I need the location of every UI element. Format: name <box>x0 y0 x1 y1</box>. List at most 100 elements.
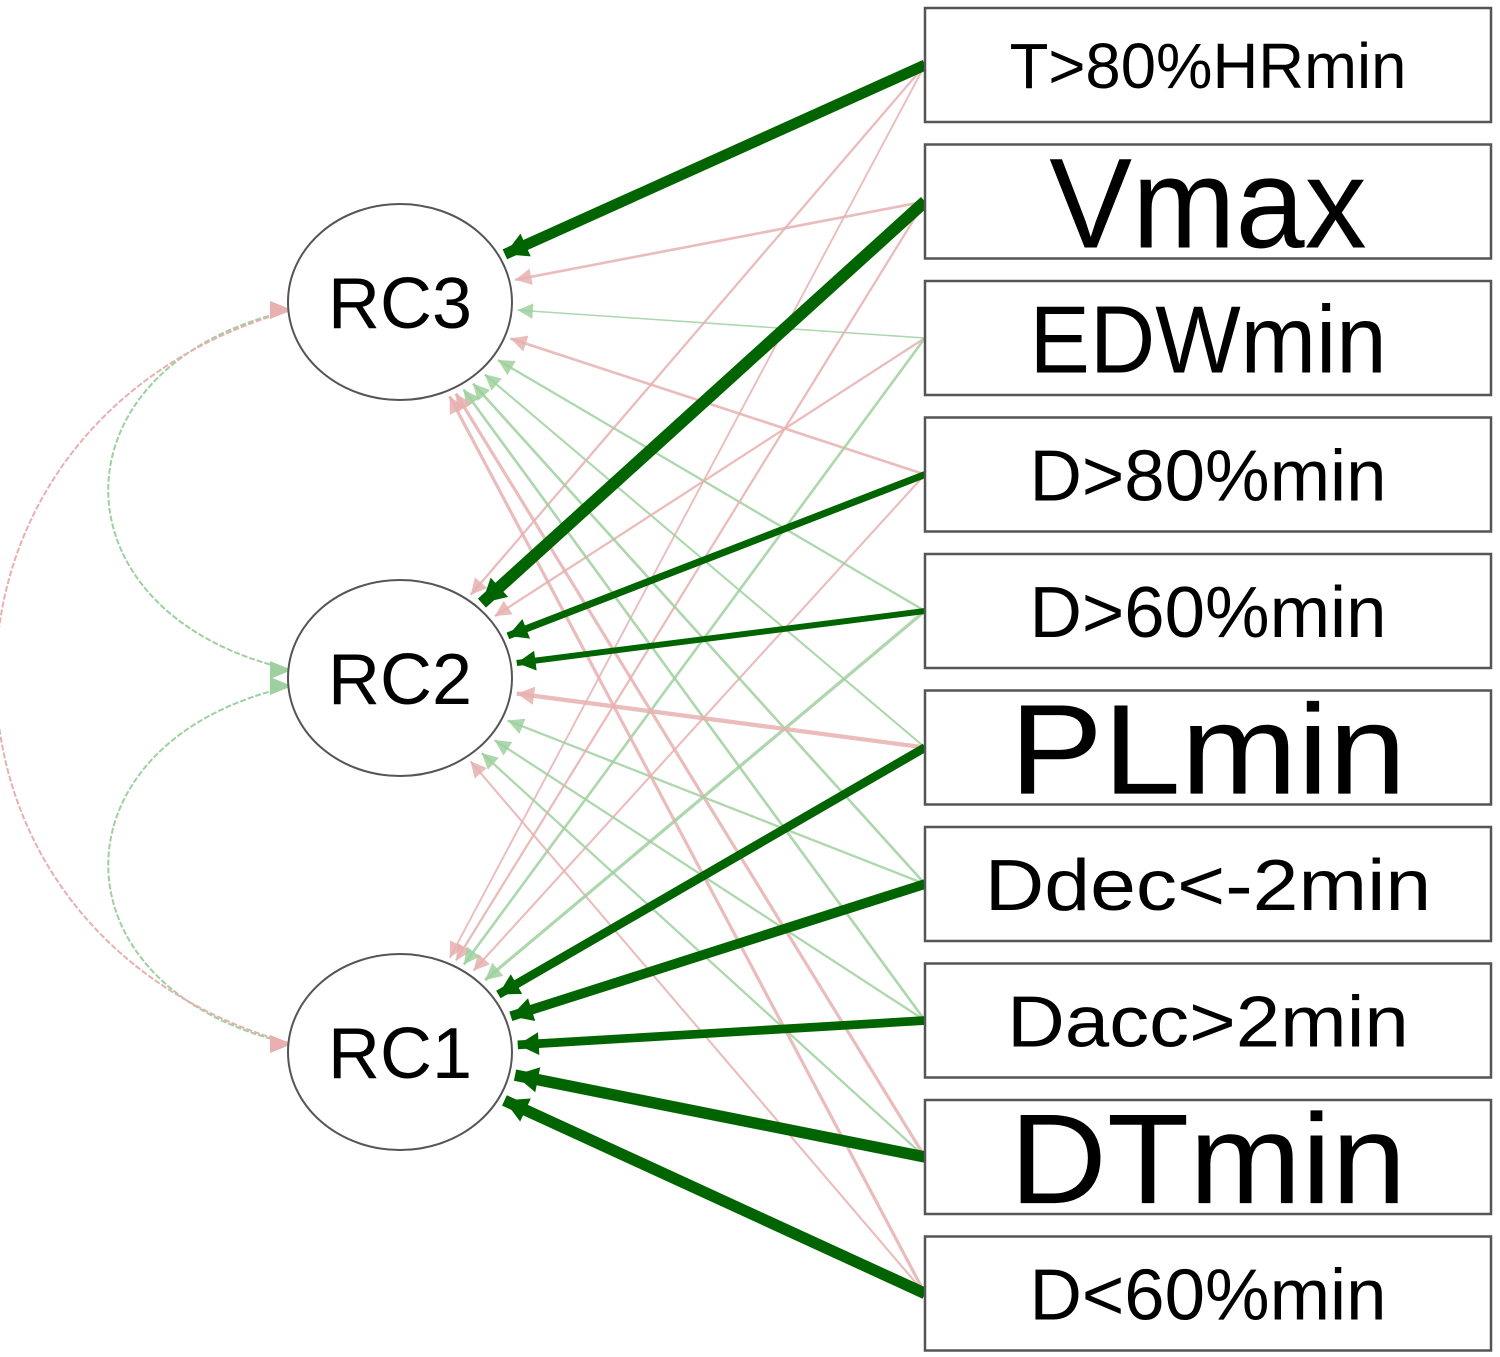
arrowhead-RC2-v10 <box>470 761 487 779</box>
loading-edge-RC1-v10 <box>502 1095 928 1299</box>
arrowhead-RC2-v9 <box>481 753 499 770</box>
loading-edge-RC2-v10 <box>469 760 926 1295</box>
arrowhead-RC2-v6 <box>516 686 536 705</box>
loading-edge-RC2-v1 <box>469 64 926 596</box>
loading-edge-RC1-v7 <box>509 879 927 1021</box>
loading-edge-RC1-v4 <box>472 473 926 972</box>
factor-node-rc3: RC3 <box>287 203 513 401</box>
arrowhead-RC1-v10 <box>504 1098 531 1122</box>
correlation-arrowhead <box>270 661 292 679</box>
loading-edge-RC1-v1 <box>448 64 926 959</box>
loading-edge-RC1-v9 <box>513 1069 927 1163</box>
correlation-arc-RC3-RC1 <box>0 309 293 1045</box>
variable-box <box>923 416 1493 533</box>
arrowhead-RC3-v1 <box>504 233 531 257</box>
correlation-arc-RC3-RC2 <box>107 309 293 671</box>
loading-edge-RC2-v4 <box>506 471 927 640</box>
loading-edge-RC1-v2 <box>455 200 926 962</box>
variable-box <box>923 279 1493 397</box>
loading-edges <box>448 60 930 1299</box>
arrowhead-RC2-v4 <box>507 618 531 639</box>
arrowhead-RC3-v2 <box>515 268 533 285</box>
factor-label: RC1 <box>328 1014 472 1094</box>
factor-node-rc2: RC2 <box>287 579 513 777</box>
variable-box <box>923 689 1493 806</box>
arrowhead-RC3-v6 <box>484 374 502 391</box>
loading-edge-RC3-v3 <box>517 309 926 339</box>
variable-label: Ddec<-2min <box>985 846 1431 926</box>
loading-edge-RC3-v10 <box>448 395 927 1295</box>
arrowhead-RC1-v2 <box>456 942 472 961</box>
loading-edge-RC2-v8 <box>493 739 926 1022</box>
factor-correlation-arcs <box>0 301 293 1053</box>
variable-label: D>60%min <box>1029 573 1386 653</box>
arrowhead-RC2-v2 <box>481 577 509 604</box>
variable-node-v9: DTmin <box>923 1088 1493 1231</box>
arrowhead-RC2-v1 <box>470 577 488 595</box>
correlation-arrowhead <box>270 1035 292 1053</box>
arrowhead-RC1-v9 <box>515 1067 541 1093</box>
variable-node-v8: Dacc>2min <box>923 962 1493 1079</box>
arrowhead-RC1-v6 <box>498 974 523 995</box>
arrowhead-RC1-v1 <box>449 940 465 958</box>
loading-edge-RC3-v7 <box>472 382 926 885</box>
variable-node-v2: Vmax <box>923 133 1493 276</box>
loading-edge-RC2-v3 <box>494 337 926 618</box>
arrowhead-RC3-v3 <box>517 303 534 319</box>
loading-edge-RC2-v7 <box>507 719 926 886</box>
arrowhead-RC1-v4 <box>473 953 490 971</box>
arrowhead-RC2-v8 <box>494 740 513 756</box>
arrowhead-RC2-v5 <box>516 650 537 671</box>
arrowhead-RC1-v5 <box>485 962 504 980</box>
variable-label: Vmax <box>1049 133 1366 276</box>
variable-node-v10: D<60%min <box>923 1235 1493 1352</box>
arrowhead-RC2-v7 <box>507 718 526 734</box>
variable-box <box>923 825 1493 943</box>
variable-label: PLmin <box>1010 679 1407 822</box>
arrowhead-RC3-v5 <box>497 360 516 376</box>
variable-label: T>80%HRmin <box>1010 30 1407 102</box>
loading-edge-RC3-v9 <box>454 392 927 1158</box>
variable-nodes: T>80%HRminVmaxEDWminD>80%minD>60%minPLmi… <box>923 6 1493 1352</box>
variable-node-v5: D>60%min <box>923 552 1493 670</box>
loading-edge-RC1-v8 <box>517 1016 926 1050</box>
loading-edge-RC3-v2 <box>515 200 926 282</box>
loading-edge-RC2-v2 <box>477 197 930 608</box>
variable-label: D>80%min <box>1029 436 1386 516</box>
loading-edge-RC2-v5 <box>516 608 926 666</box>
arrowhead-RC3-v4 <box>510 335 529 352</box>
factor-ellipse <box>287 579 513 777</box>
variable-label: D<60%min <box>1029 1255 1386 1335</box>
factor-label: RC2 <box>328 640 472 720</box>
arrowhead-RC2-v3 <box>494 600 513 617</box>
variable-node-v3: EDWmin <box>923 279 1493 397</box>
loading-edge-RC3-v4 <box>510 337 926 476</box>
loading-edge-RC2-v6 <box>516 691 926 750</box>
correlation-arrowhead <box>270 677 292 695</box>
loading-edge-RC3-v5 <box>497 359 926 613</box>
variable-label: DTmin <box>1010 1088 1407 1231</box>
factor-ellipse <box>287 203 513 401</box>
variable-box <box>923 962 1493 1079</box>
loading-edge-RC3-v8 <box>462 388 927 1022</box>
variable-node-v7: Ddec<-2min <box>923 825 1493 943</box>
variable-node-v6: PLmin <box>923 679 1493 822</box>
variable-label: EDWmin <box>1029 287 1386 394</box>
factor-label: RC3 <box>328 264 472 344</box>
correlation-arrowhead <box>270 301 292 319</box>
variable-label: Dacc>2min <box>1007 982 1409 1062</box>
variable-box <box>923 143 1493 260</box>
loading-edge-RC1-v5 <box>484 609 927 982</box>
arrowhead-RC3-v10 <box>449 396 465 416</box>
correlation-arc-RC2-RC1 <box>107 685 293 1045</box>
variable-node-v1: T>80%HRmin <box>923 6 1493 124</box>
factor-ellipse <box>287 953 513 1151</box>
variable-box <box>923 1235 1493 1352</box>
loading-edge-RC3-v1 <box>502 60 928 260</box>
loading-edge-RC1-v6 <box>496 743 928 999</box>
variable-box <box>923 1098 1493 1216</box>
variable-box <box>923 552 1493 670</box>
variable-box <box>923 6 1493 124</box>
